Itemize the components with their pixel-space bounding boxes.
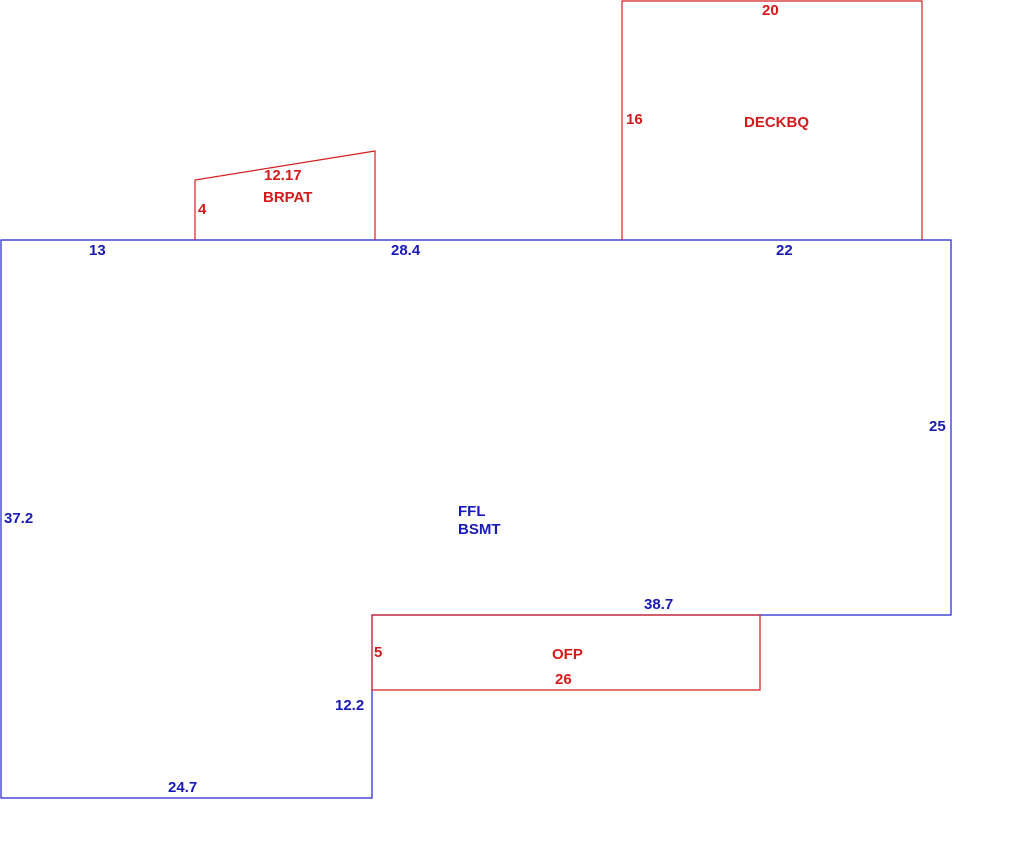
brpat-label: BRPAT bbox=[263, 189, 312, 206]
deckbq-dim-side: 16 bbox=[626, 111, 643, 128]
dim-top-right: 22 bbox=[776, 242, 793, 259]
ofp-dim-side: 5 bbox=[374, 644, 382, 661]
brpat-outline bbox=[194, 150, 376, 240]
dim-bottom: 24.7 bbox=[168, 779, 197, 796]
dim-top-left: 13 bbox=[89, 242, 106, 259]
dim-right: 25 bbox=[929, 418, 946, 435]
area-label-bsmt: BSMT bbox=[458, 521, 501, 538]
deckbq-outline bbox=[621, 0, 923, 240]
brpat-dim-top: 12.17 bbox=[264, 167, 302, 184]
dim-left: 37.2 bbox=[4, 510, 33, 527]
ofp-label: OFP bbox=[552, 646, 583, 663]
dim-top-middle: 28.4 bbox=[391, 242, 421, 259]
deckbq-label: DECKBQ bbox=[744, 114, 809, 131]
area-label-ffl: FFL bbox=[458, 503, 486, 520]
ofp-dim-bottom: 26 bbox=[555, 671, 572, 688]
dim-step-top: 38.7 bbox=[644, 596, 673, 613]
deckbq-dim-top: 20 bbox=[762, 2, 779, 19]
ofp-outline bbox=[371, 614, 761, 691]
brpat-dim-side: 4 bbox=[198, 201, 207, 218]
dim-step-side: 12.2 bbox=[335, 697, 364, 714]
